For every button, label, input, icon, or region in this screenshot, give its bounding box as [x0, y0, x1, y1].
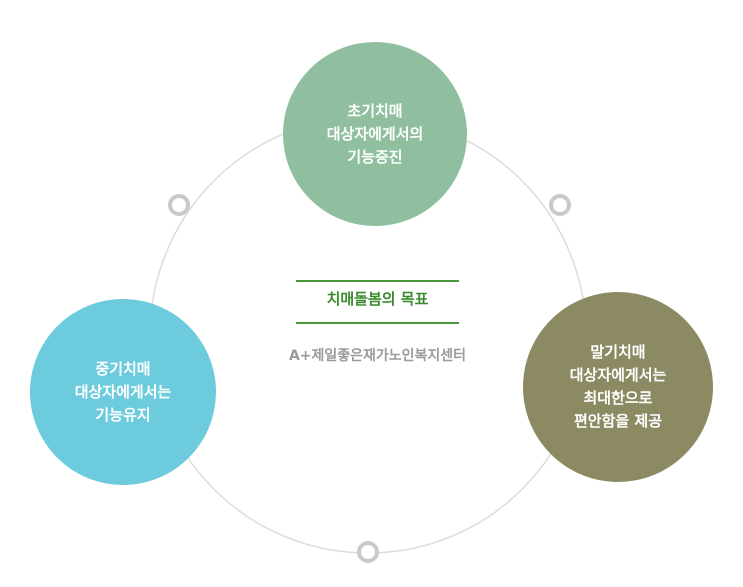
ring-node-bottom	[357, 541, 379, 563]
early-stage-line-2: 대상자에게서의	[326, 124, 424, 143]
late-stage-line-2: 대상자에게서는	[569, 366, 667, 384]
center-title: 치매돌봄의 목표	[326, 290, 429, 308]
early-stage-circle: 초기치매 대상자에게서의 기능증진	[283, 42, 467, 226]
middle-stage-line-3: 기능유지	[95, 405, 151, 424]
title-rule-top	[296, 280, 459, 282]
middle-stage-line-2: 대상자에게서는	[74, 382, 172, 401]
early-stage-line-1: 초기치매	[347, 101, 403, 120]
late-stage-circle: 말기치매 대상자에게서는 최대한으로 편안함을 제공	[523, 292, 713, 482]
late-stage-line-1: 말기치매	[590, 343, 646, 361]
ring-node-right	[549, 194, 571, 216]
early-stage-line-3: 기능증진	[347, 147, 403, 166]
center-subtitle: A+제일좋은재가노인복지센터	[288, 348, 467, 364]
late-stage-line-3: 최대한으로	[583, 389, 653, 407]
ring-node-left	[168, 194, 190, 216]
late-stage-line-4: 편안함을 제공	[573, 412, 663, 430]
middle-stage-line-1: 중기치매	[95, 359, 151, 378]
middle-stage-circle: 중기치매 대상자에게서는 기능유지	[30, 299, 216, 485]
title-rule-bottom	[296, 322, 459, 324]
